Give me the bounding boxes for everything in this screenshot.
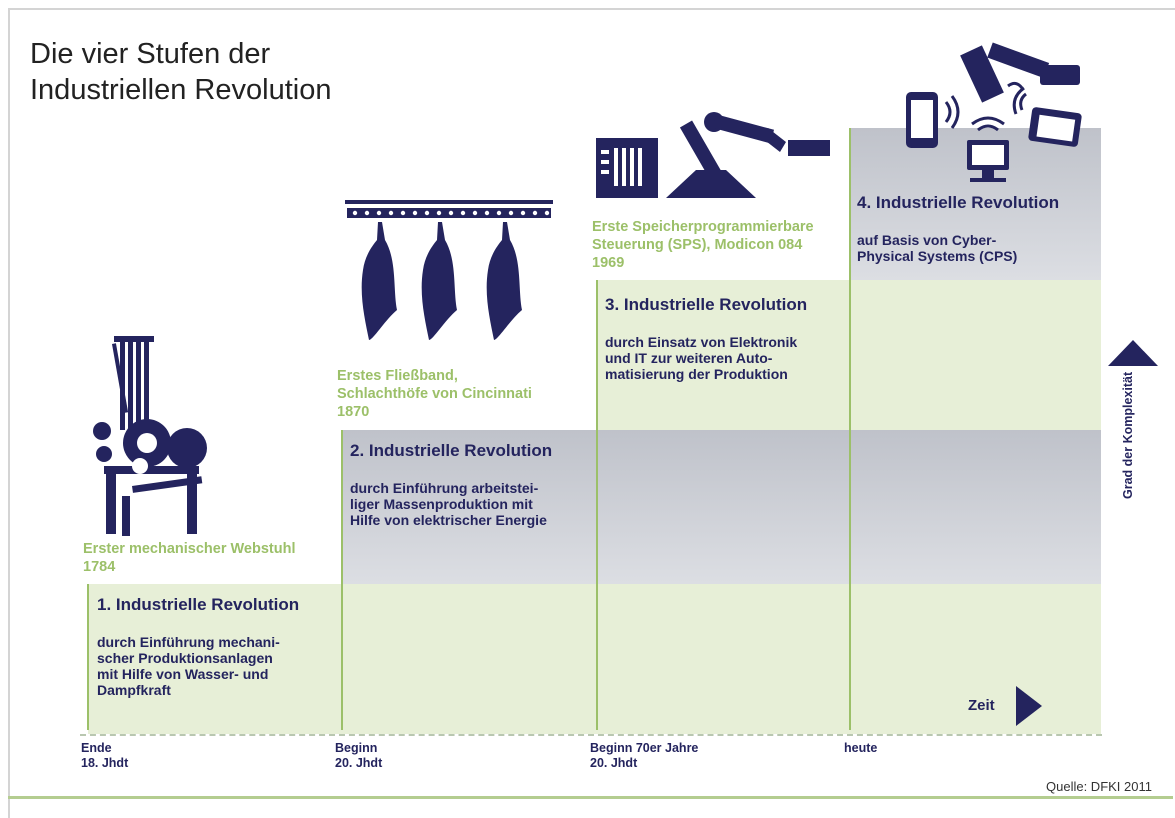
timeline-marker-2 [341, 430, 343, 730]
conveyor-carcass-icon [345, 200, 553, 340]
time-label-2: Beginn 20. Jhdt [335, 741, 383, 770]
bottom-rule [8, 796, 1173, 799]
stage3-caption: Erste Speicherprogrammierbare Steuerung … [592, 219, 814, 271]
x-axis-label: Zeit [968, 697, 995, 714]
stage1-block [88, 584, 342, 734]
stage3-block-green [597, 584, 850, 734]
y-axis-label: Grad der Komplexität [1121, 371, 1135, 499]
timeline-marker-1 [87, 584, 89, 730]
stage1-description: durch Einführung mechani- scher Produkti… [97, 634, 280, 698]
diagram-title: Die vier Stufen der Industriellen Revolu… [30, 38, 332, 106]
time-label-3: Beginn 70er Jahre 20. Jhdt [590, 741, 699, 770]
connected-devices-icon [906, 42, 1082, 182]
y-axis-arrow-icon [1108, 340, 1158, 366]
stage1-caption: Erster mechanischer Webstuhl 1784 [83, 541, 296, 575]
timeline-marker-4 [849, 128, 851, 730]
stage2-description: durch Einführung arbeitstei- liger Masse… [350, 480, 547, 528]
x-axis-arrow-icon [1016, 686, 1042, 726]
stage4-block-green [850, 584, 1101, 734]
stage3-block-gray [597, 430, 850, 584]
stage2-title: 2. Industrielle Revolution [350, 441, 553, 460]
source-credit: Quelle: DFKI 2011 [1046, 779, 1152, 794]
stage3-title: 3. Industrielle Revolution [605, 295, 808, 314]
stage4-title: 4. Industrielle Revolution [857, 193, 1060, 212]
stage4-description: auf Basis von Cyber- Physical Systems (C… [857, 232, 1018, 264]
frame-top-border [8, 8, 1175, 10]
stage2-block-green [342, 584, 597, 734]
time-label-1: Ende 18. Jhdt [81, 741, 129, 770]
stage3-block-green-top [597, 280, 850, 430]
stage2-caption: Erstes Fließband, Schlachthöfe von Cinci… [337, 368, 532, 420]
frame-left-border [8, 8, 10, 818]
robot-arm-plc-icon [596, 112, 830, 198]
timeline-marker-3 [596, 280, 598, 730]
stage4-block-green-upper [850, 280, 1101, 430]
stage1-title: 1. Industrielle Revolution [97, 595, 300, 614]
stage4-block-gray [850, 430, 1101, 584]
time-axis-line [80, 734, 1102, 736]
time-label-4: heute [844, 741, 878, 755]
stage3-description: durch Einsatz von Elektronik und IT zur … [605, 334, 798, 382]
stage2-block-gray [342, 430, 597, 584]
loom-icon [93, 336, 207, 536]
